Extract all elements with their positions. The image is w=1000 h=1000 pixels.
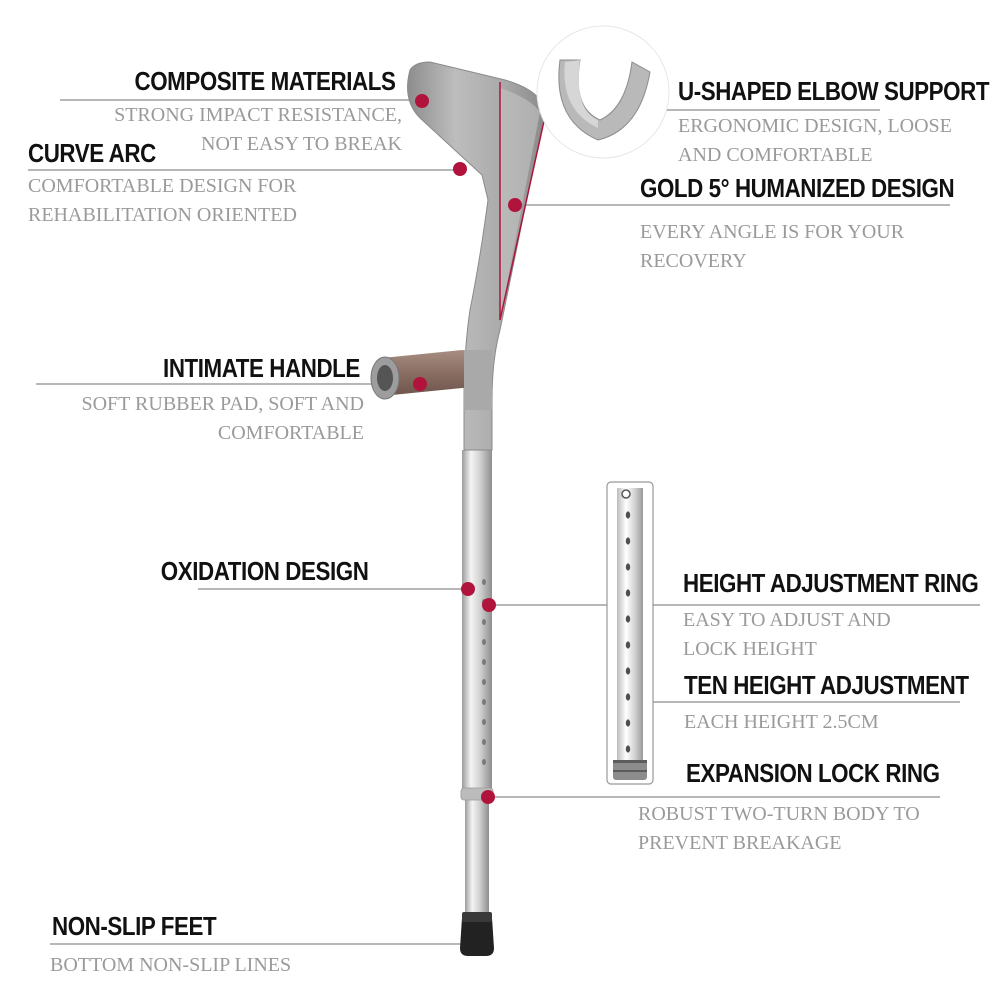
- ten-height-desc: EACH HEIGHT 2.5CM: [684, 708, 879, 737]
- elbow-support-desc: ERGONOMIC DESIGN, LOOSE AND COMFORTABLE: [678, 112, 952, 170]
- elbow-cuff-inset: [536, 25, 670, 159]
- composite-line-2: NOT EASY TO BREAK: [201, 133, 402, 155]
- composite-materials-title: COMPOSITE MATERIALS: [134, 66, 395, 96]
- handle-line-2: COMFORTABLE: [217, 422, 364, 444]
- handle-grip: [382, 350, 470, 396]
- non-slip-feet-desc: BOTTOM NON-SLIP LINES: [50, 951, 291, 980]
- nonslip-line-1: BOTTOM NON-SLIP LINES: [50, 954, 292, 976]
- intimate-handle-title: INTIMATE HANDLE: [163, 353, 360, 383]
- curve-arc-desc: COMFORTABLE DESIGN FOR REHABILITATION OR…: [28, 172, 297, 230]
- intimate-handle-desc: SOFT RUBBER PAD, SOFT AND COMFORTABLE: [81, 390, 364, 448]
- ten-height-title: TEN HEIGHT ADJUSTMENT: [684, 670, 969, 700]
- ring-line-1: EASY TO ADJUST AND: [683, 609, 891, 631]
- gold-line-1: EVERY ANGLE IS FOR YOUR: [640, 221, 905, 243]
- lock-line-2: PREVENT BREAKAGE: [638, 832, 842, 854]
- lock-ring-title: EXPANSION LOCK RING: [686, 758, 940, 788]
- curve-line-2: REHABILITATION ORIENTED: [28, 204, 297, 226]
- gold-design-desc: EVERY ANGLE IS FOR YOUR RECOVERY: [640, 218, 904, 276]
- lock-ring-desc: ROBUST TWO-TURN BODY TO PREVENT BREAKAGE: [638, 800, 920, 858]
- handle-line-1: SOFT RUBBER PAD, SOFT AND: [81, 393, 364, 415]
- non-slip-feet-title: NON-SLIP FEET: [52, 911, 217, 941]
- curve-line-1: COMFORTABLE DESIGN FOR: [28, 175, 297, 197]
- markers: [413, 94, 522, 804]
- callout-lines: [28, 99, 980, 945]
- ten-line-1: EACH HEIGHT 2.5CM: [684, 711, 879, 733]
- composite-line-1: STRONG IMPACT RESISTANCE,: [114, 104, 402, 126]
- curve-arc-title: CURVE ARC: [28, 138, 156, 168]
- gold-design-title: GOLD 5° HUMANIZED DESIGN: [640, 173, 955, 203]
- upper-tube: [462, 450, 492, 795]
- oxidation-design-title: OXIDATION DESIGN: [160, 556, 368, 586]
- elbow-line-1: ERGONOMIC DESIGN, LOOSE: [678, 115, 952, 137]
- composite-materials-desc: STRONG IMPACT RESISTANCE, NOT EASY TO BR…: [114, 101, 402, 159]
- gold-line-2: RECOVERY: [640, 250, 747, 272]
- height-ring-title: HEIGHT ADJUSTMENT RING: [683, 568, 979, 598]
- height-detail-inset: [606, 481, 654, 785]
- height-ring-desc: EASY TO ADJUST AND LOCK HEIGHT: [683, 606, 891, 664]
- ring-line-2: LOCK HEIGHT: [683, 638, 817, 660]
- lower-tube: [465, 795, 489, 920]
- elbow-line-2: AND COMFORTABLE: [678, 144, 873, 166]
- elbow-support-title: U-SHAPED ELBOW SUPPORT: [678, 76, 990, 106]
- angle-line-tilted: [499, 111, 547, 321]
- rubber-foot: [460, 918, 494, 956]
- lock-line-1: ROBUST TWO-TURN BODY TO: [638, 803, 920, 825]
